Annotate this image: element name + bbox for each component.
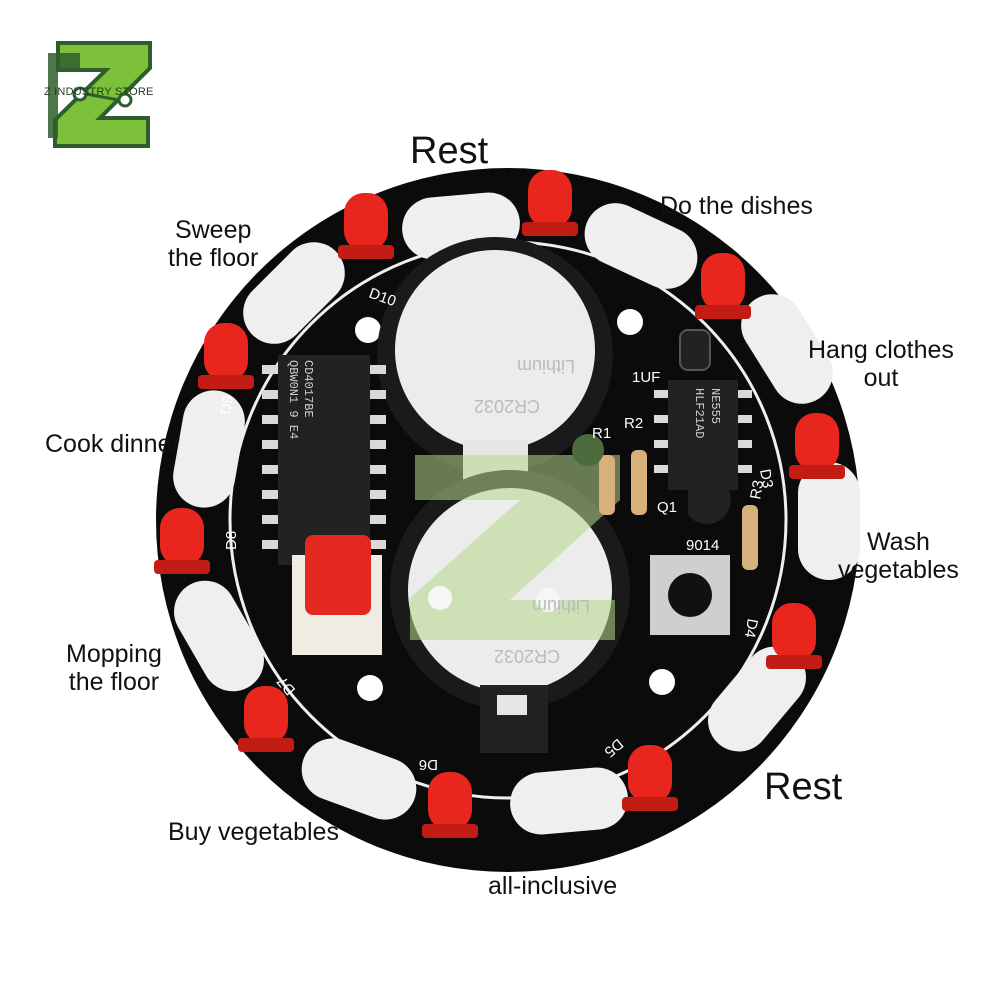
battery-marking-bottom: CR2032 bbox=[494, 646, 560, 666]
ic2-marking: NE555 bbox=[708, 388, 722, 424]
led-sweep bbox=[338, 193, 394, 259]
store-logo bbox=[48, 41, 152, 148]
silk-r2: R2 bbox=[624, 415, 643, 432]
ic-cd4017 bbox=[262, 355, 386, 565]
led-buy bbox=[238, 686, 294, 752]
silk-d8: D8 bbox=[223, 531, 240, 550]
led-top-rest bbox=[522, 170, 578, 236]
battery-brand-bottom: Lithium bbox=[532, 596, 590, 616]
battery-top bbox=[377, 237, 613, 480]
transistor bbox=[688, 476, 731, 524]
label-mop-line2: the floor bbox=[68, 668, 160, 696]
label-hang-line2: out bbox=[863, 364, 899, 392]
pad-ring bbox=[173, 192, 860, 835]
label-buy: Buy vegetables bbox=[168, 818, 339, 846]
label-hang-line1: Hang clothes bbox=[808, 336, 954, 364]
led-mop bbox=[154, 508, 210, 574]
ic2-marking-2: HLF21AD bbox=[692, 388, 706, 438]
led-wash bbox=[766, 603, 822, 669]
tactile-button bbox=[650, 555, 730, 635]
label-top-rest: Rest bbox=[410, 130, 489, 172]
led-cook bbox=[198, 323, 254, 389]
label-hang: Hang clothes out bbox=[808, 336, 954, 392]
label-sweep: Sweep the floor bbox=[168, 216, 258, 272]
silk-d3: D3 bbox=[756, 468, 776, 490]
led-group bbox=[154, 170, 845, 838]
silk-d6: D6 bbox=[419, 756, 438, 773]
power-switch bbox=[292, 535, 382, 655]
label-cook: Cook dinner bbox=[45, 430, 180, 458]
silk-d4: D4 bbox=[741, 617, 761, 639]
silk-c1: 1UF bbox=[632, 369, 660, 386]
label-wash: Wash vegetables bbox=[838, 528, 959, 584]
label-sweep-line1: Sweep bbox=[174, 216, 252, 244]
capacitor bbox=[679, 329, 711, 371]
led-dishes bbox=[695, 253, 751, 319]
label-sweep-line2: the floor bbox=[168, 244, 259, 272]
label-wash-line2: vegetables bbox=[838, 556, 959, 584]
silk-r1: R1 bbox=[592, 425, 611, 442]
battery-brand-top: Lithium bbox=[517, 356, 575, 376]
ic1-marking: CD4017BE bbox=[301, 360, 315, 418]
watermark-logo bbox=[410, 455, 620, 640]
silk-d9: D9 bbox=[217, 394, 237, 416]
label-all: all-inclusive bbox=[488, 872, 618, 900]
silk-q1: Q1 bbox=[657, 499, 677, 516]
silk-r3: R3 bbox=[747, 479, 767, 501]
led-hang bbox=[789, 413, 845, 479]
battery-marking-top: CR2032 bbox=[474, 396, 540, 416]
led-bottom-rest bbox=[622, 745, 678, 811]
label-dishes: Do the dishes bbox=[660, 192, 813, 220]
label-mop-line1: Mopping bbox=[66, 640, 162, 668]
silk-q1-part: 9014 bbox=[686, 537, 719, 554]
resistors bbox=[599, 450, 758, 570]
label-bottom-rest: Rest bbox=[764, 766, 843, 808]
ic1-marking-2: QBW0N1 9 E4 bbox=[286, 360, 300, 439]
led-all bbox=[422, 772, 478, 838]
ic-ne555 bbox=[654, 380, 752, 490]
label-mop: Mopping the floor bbox=[66, 640, 162, 696]
label-wash-line1: Wash bbox=[866, 528, 930, 556]
store-logo-text: Z INDUSTRY STORE bbox=[44, 86, 154, 98]
